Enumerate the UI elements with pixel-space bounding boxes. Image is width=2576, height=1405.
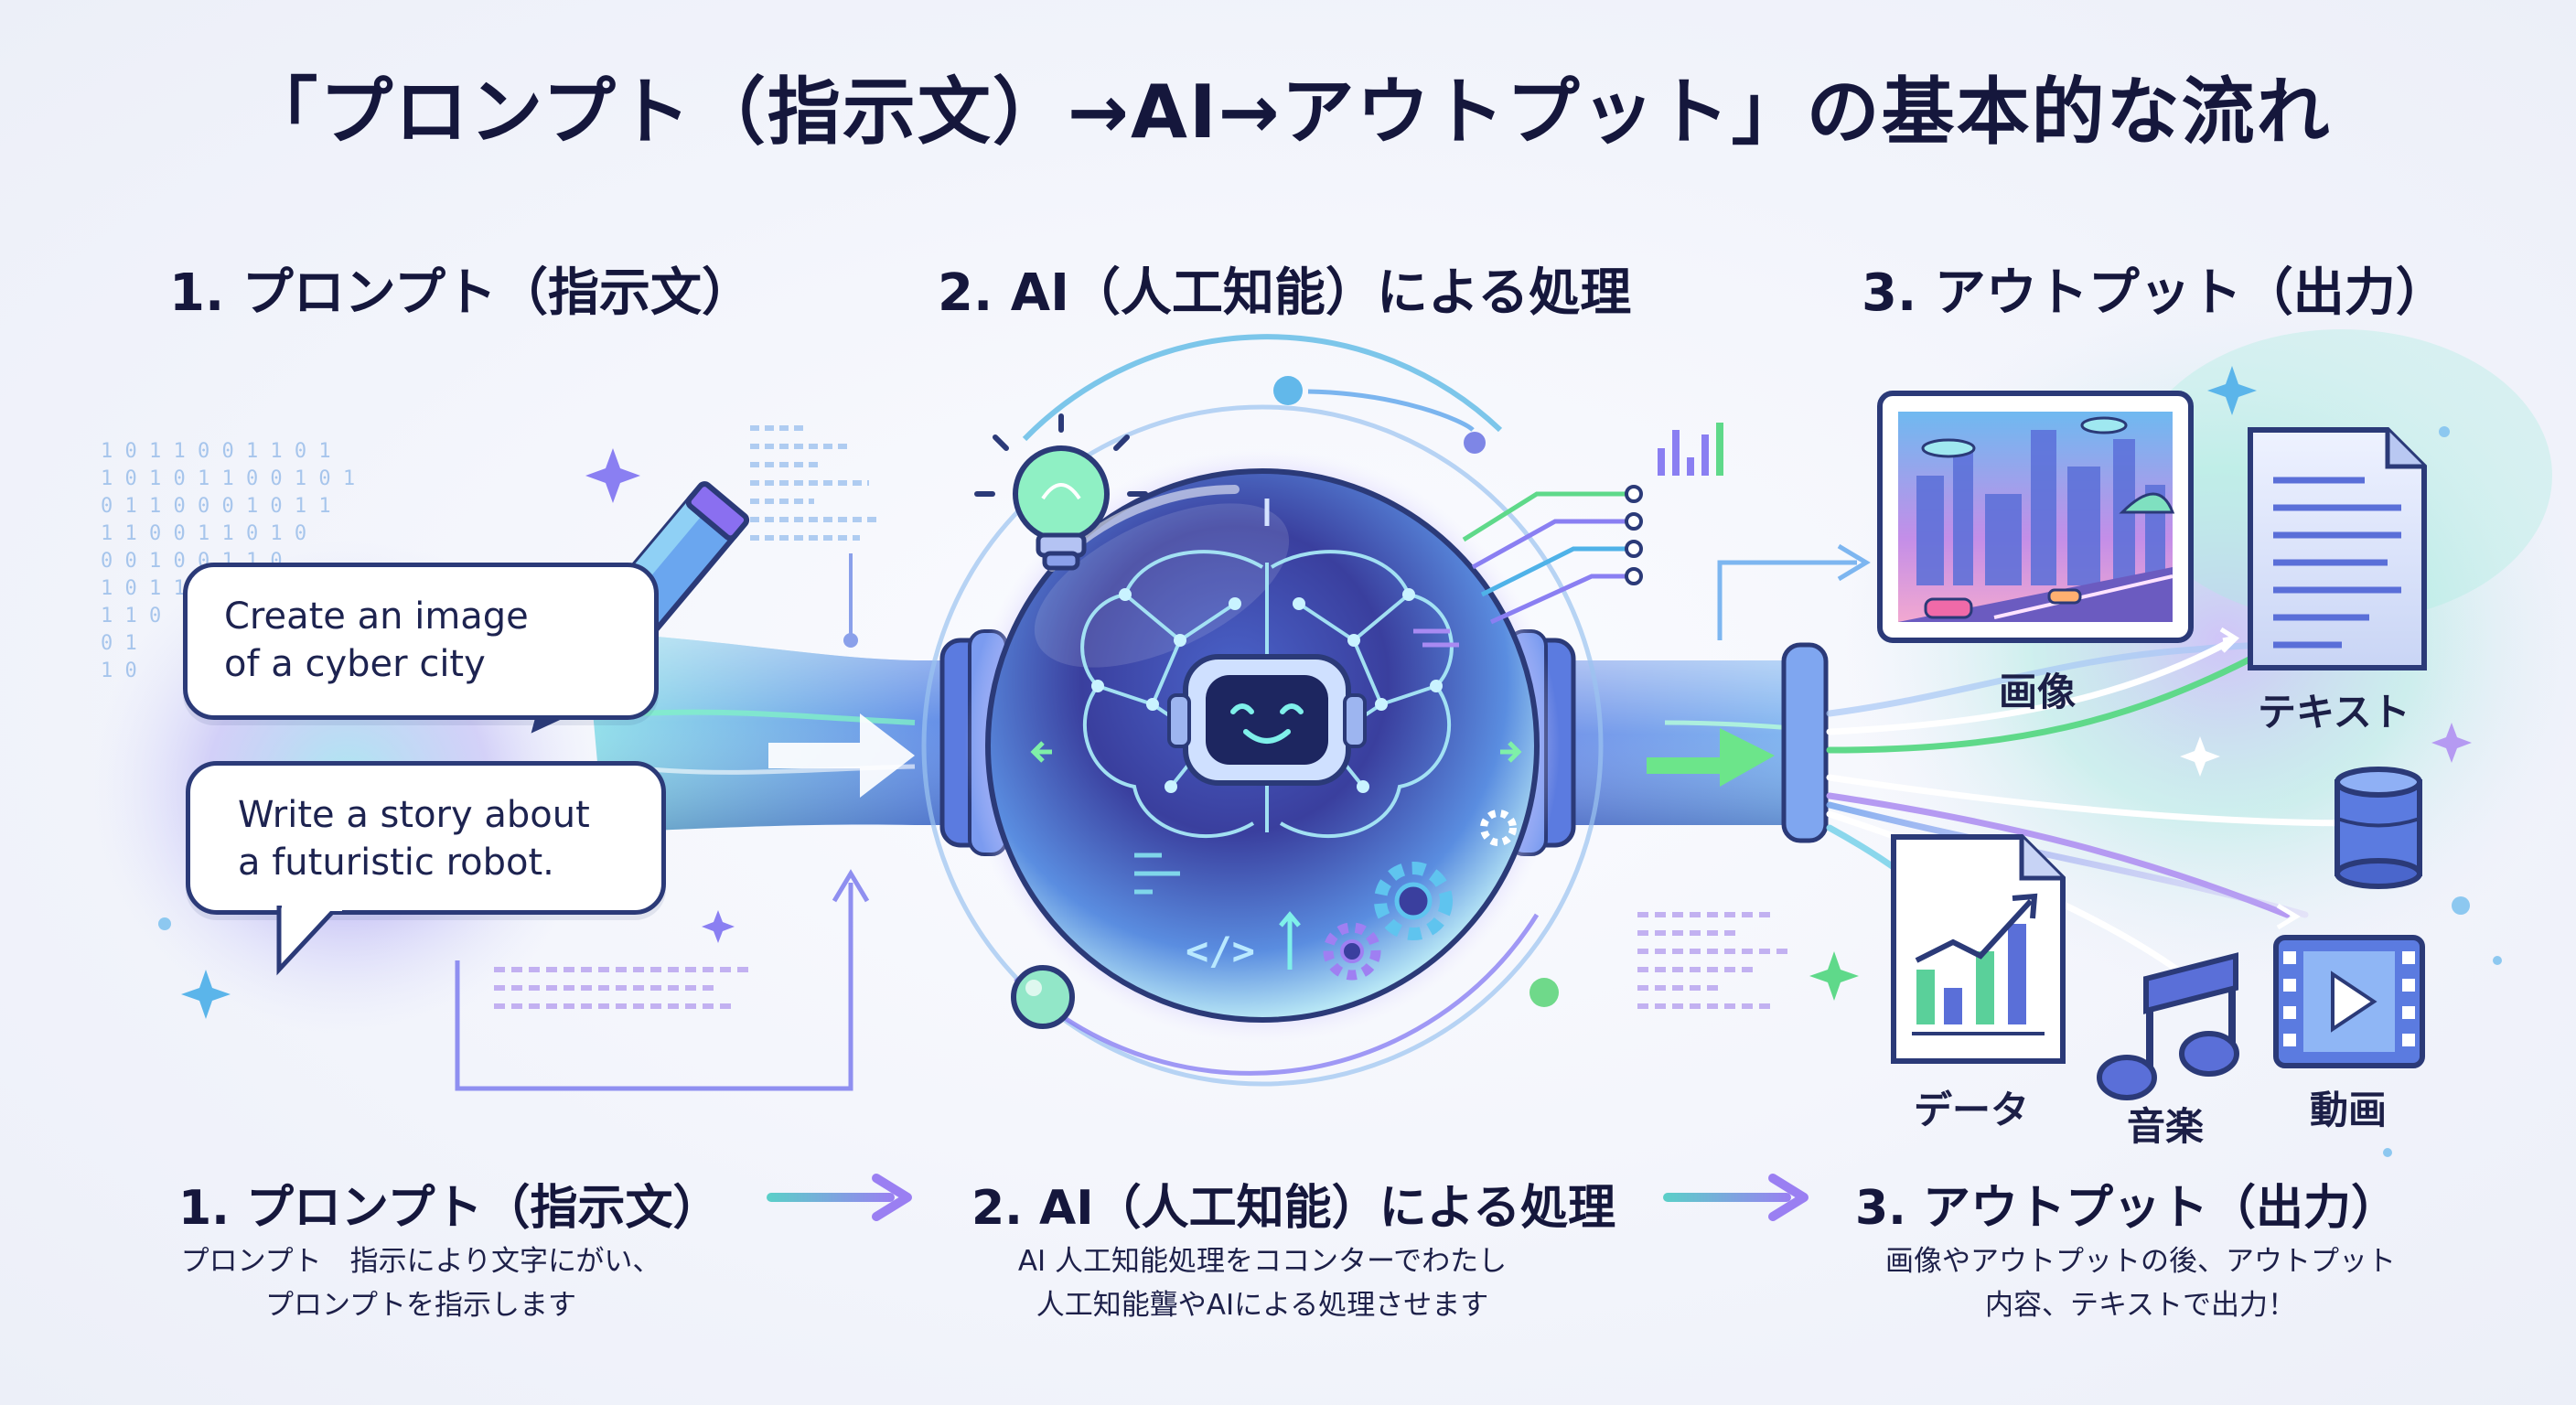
- footer-step3-title: 3. アウトプット（出力）: [1855, 1181, 2399, 1236]
- footer-step1-title: 1. プロンプト（指示文）: [178, 1181, 721, 1236]
- prompt-bubble-1: Create an image of a cyber city: [183, 563, 659, 720]
- text-document-icon: [2248, 427, 2427, 670]
- svg-text:0 1: 0 1: [101, 632, 137, 655]
- music-note-icon: [2097, 952, 2239, 1100]
- database-icon: [2334, 767, 2422, 889]
- svg-text:1 0 1 0 1 1 0 0 1 0 1: 1 0 1 0 1 1 0 0 1 0 1: [101, 467, 355, 490]
- header-prompt: 1. プロンプト（指示文）: [169, 263, 754, 323]
- output-label-text: テキスト: [2258, 690, 2410, 735]
- svg-text:0 1 1 0 0 0 1 0 1 1: 0 1 1 0 0 0 1 0 1 1: [101, 495, 331, 518]
- video-film-icon: [2273, 935, 2425, 1068]
- svg-text:1 1 0 0 1 1 0 1 0: 1 1 0 0 1 1 0 1 0: [101, 522, 306, 545]
- footer-step2-title: 2. AI（人工知能）による処理: [971, 1181, 1616, 1236]
- output-label-video: 動画: [2310, 1088, 2388, 1132]
- gear-tiny-icon: [1480, 810, 1517, 846]
- lightbulb-icon: [974, 413, 1148, 571]
- data-chart-icon: [1891, 834, 2066, 1064]
- svg-text:1 1 0: 1 1 0: [101, 605, 161, 627]
- speech-tail-icon: [276, 906, 342, 976]
- output-label-music: 音楽: [2127, 1104, 2205, 1149]
- output-label-image: 画像: [1999, 670, 2077, 714]
- svg-text:1 0: 1 0: [101, 660, 137, 682]
- gear-small-icon: [1323, 922, 1381, 981]
- gear-icon: [1374, 862, 1453, 940]
- footer-arrow-2-icon: [1663, 1174, 1809, 1221]
- footer-arrow-1-icon: [767, 1174, 912, 1221]
- header-ai: 2. AI（人工知能）による処理: [938, 263, 1632, 323]
- page-title: 「プロンプト（指示文）→AI→アウトプット」の基本的な流れ: [244, 70, 2332, 155]
- robot-face-icon: [1167, 654, 1367, 786]
- footer-step1-desc: プロンプト 指示により文字にがい、 プロンプトを指示します: [180, 1245, 661, 1322]
- output-label-data: データ: [1914, 1088, 2030, 1132]
- header-output: 3. アウトプット（出力）: [1862, 263, 2447, 323]
- footer-step2-desc: AI 人工知能処理をココンターでわたし 人工知能聾やAIによる処理させます: [1017, 1245, 1508, 1322]
- image-output-icon: [1877, 391, 2194, 643]
- svg-text:1 0 1 1 0 0 1 1 0 1: 1 0 1 1 0 0 1 1 0 1: [101, 440, 331, 463]
- prompt-bubble-2: Write a story about a futuristic robot.: [186, 761, 666, 915]
- footer-step3-desc: 画像やアウトプットの後、アウトプット 内容、テキストで出力！: [1885, 1245, 2396, 1322]
- code-glyph: </>: [1186, 928, 1255, 973]
- sparkle-icons: [181, 366, 2472, 1019]
